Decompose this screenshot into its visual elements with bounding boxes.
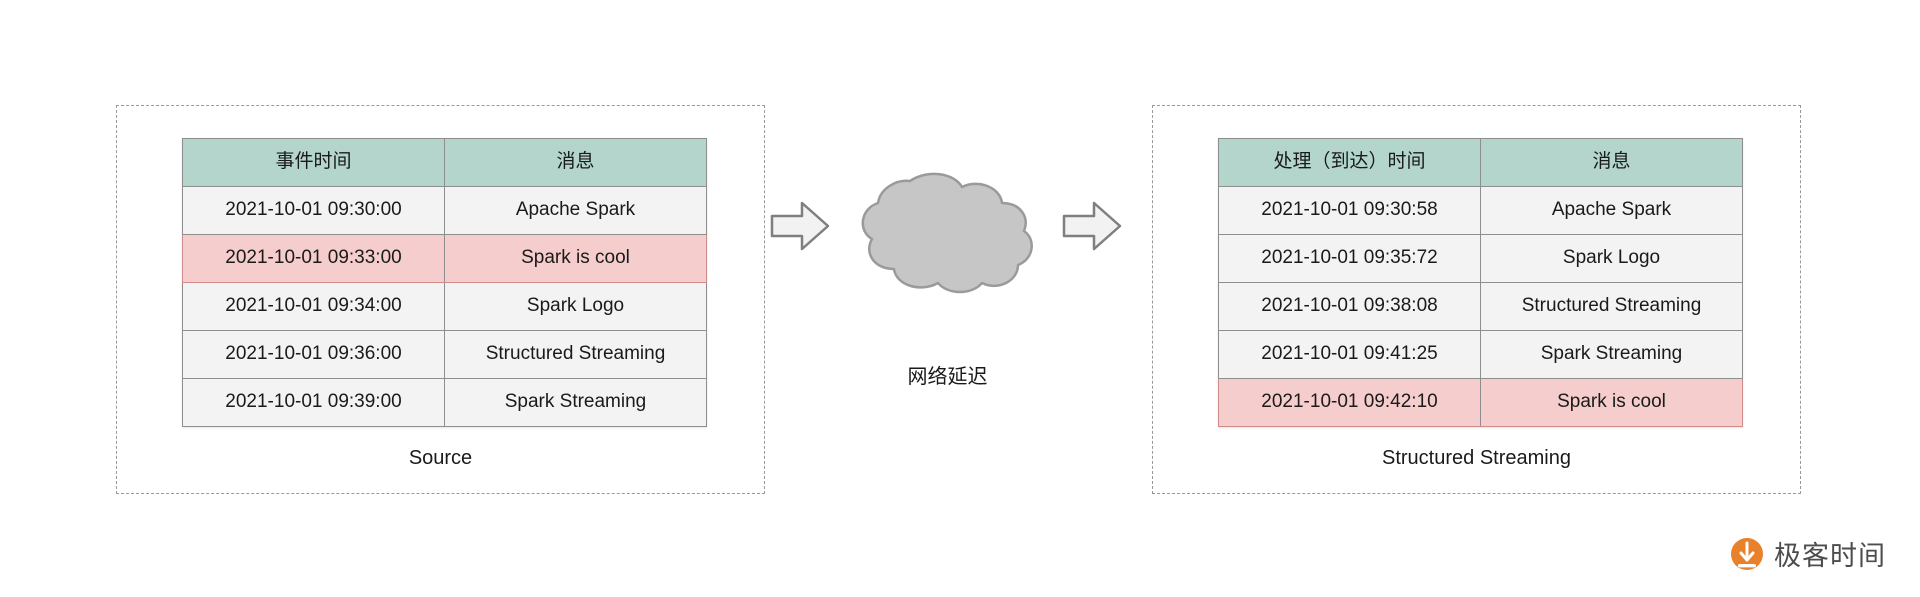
table-row: 2021-10-01 09:36:00 Structured Streaming	[182, 330, 707, 379]
cell-message: Spark Logo	[444, 282, 707, 331]
table-row: 2021-10-01 09:30:58 Apache Spark	[1218, 186, 1743, 235]
cell-processing-time: 2021-10-01 09:30:58	[1218, 186, 1481, 235]
table-row: 2021-10-01 09:39:00 Spark Streaming	[182, 378, 707, 427]
table-row: 2021-10-01 09:35:72 Spark Logo	[1218, 234, 1743, 283]
table-row: 2021-10-01 09:34:00 Spark Logo	[182, 282, 707, 331]
structured-streaming-group-box	[1152, 105, 1801, 494]
geektime-logo-icon	[1730, 537, 1764, 571]
network-delay-label: 网络延迟	[907, 366, 988, 388]
column-header-processing-time: 处理（到达）时间	[1218, 138, 1481, 187]
table-row: 2021-10-01 09:41:25 Spark Streaming	[1218, 330, 1743, 379]
cell-processing-time: 2021-10-01 09:42:10	[1218, 378, 1481, 427]
arrow-right-icon-1	[770, 198, 830, 254]
column-header-message: 消息	[1480, 138, 1743, 187]
cell-event-time: 2021-10-01 09:36:00	[182, 330, 445, 379]
cell-message: Spark is cool	[1480, 378, 1743, 427]
cell-message: Structured Streaming	[444, 330, 707, 379]
structured-streaming-table: 处理（到达）时间 消息 2021-10-01 09:30:58 Apache S…	[1218, 138, 1743, 427]
structured-streaming-table-wrapper: 处理（到达）时间 消息 2021-10-01 09:30:58 Apache S…	[1218, 138, 1743, 427]
cell-event-time: 2021-10-01 09:39:00	[182, 378, 445, 427]
cell-message: Apache Spark	[444, 186, 707, 235]
cell-processing-time: 2021-10-01 09:41:25	[1218, 330, 1481, 379]
structured-streaming-caption: Structured Streaming	[1382, 447, 1571, 469]
cell-message: Structured Streaming	[1480, 282, 1743, 331]
arrow-right-icon-2	[1062, 198, 1122, 254]
cell-event-time: 2021-10-01 09:34:00	[182, 282, 445, 331]
brand-name: 极客时间	[1774, 541, 1886, 572]
cell-message: Apache Spark	[1480, 186, 1743, 235]
table-row-highlighted: 2021-10-01 09:42:10 Spark is cool	[1218, 378, 1743, 427]
source-group-box	[116, 105, 765, 494]
cell-processing-time: 2021-10-01 09:38:08	[1218, 282, 1481, 331]
source-table: 事件时间 消息 2021-10-01 09:30:00 Apache Spark…	[182, 138, 707, 427]
cell-message: Spark Streaming	[444, 378, 707, 427]
cell-message: Spark is cool	[444, 234, 707, 283]
table-row-highlighted: 2021-10-01 09:33:00 Spark is cool	[182, 234, 707, 283]
table-header-row: 处理（到达）时间 消息	[1218, 138, 1743, 187]
table-row: 2021-10-01 09:38:08 Structured Streaming	[1218, 282, 1743, 331]
network-cloud-icon	[845, 170, 1050, 295]
source-table-wrapper: 事件时间 消息 2021-10-01 09:30:00 Apache Spark…	[182, 138, 707, 427]
brand-logo: 极客时间	[1730, 534, 1886, 573]
table-row: 2021-10-01 09:30:00 Apache Spark	[182, 186, 707, 235]
cell-event-time: 2021-10-01 09:33:00	[182, 234, 445, 283]
cell-processing-time: 2021-10-01 09:35:72	[1218, 234, 1481, 283]
column-header-message: 消息	[444, 138, 707, 187]
table-header-row: 事件时间 消息	[182, 138, 707, 187]
column-header-event-time: 事件时间	[182, 138, 445, 187]
cell-message: Spark Streaming	[1480, 330, 1743, 379]
source-caption: Source	[408, 447, 473, 469]
cell-event-time: 2021-10-01 09:30:00	[182, 186, 445, 235]
cell-message: Spark Logo	[1480, 234, 1743, 283]
